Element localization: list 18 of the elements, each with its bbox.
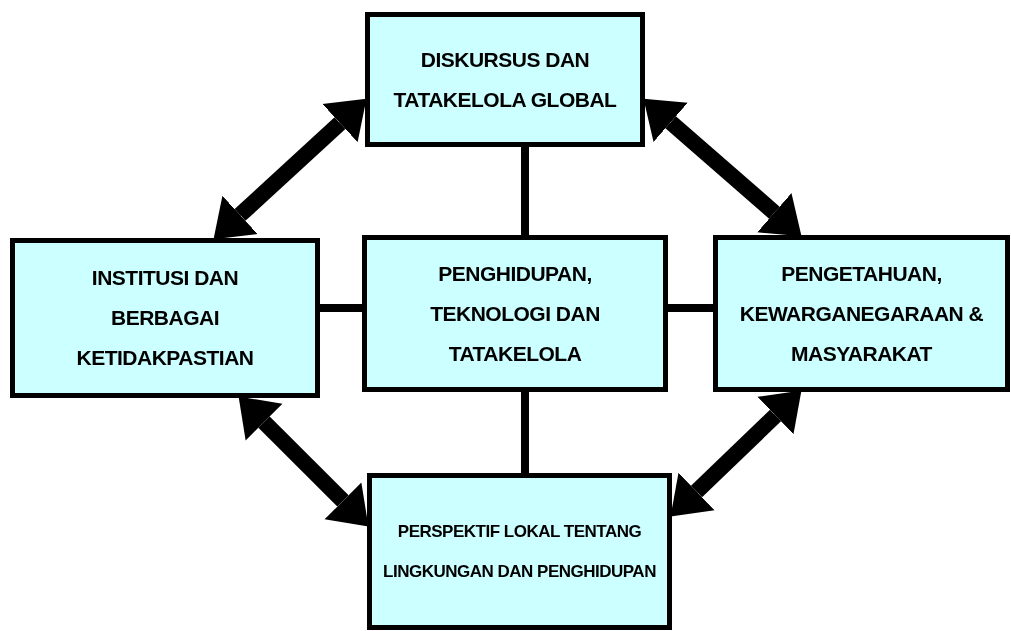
box-label: PERSPEKTIF LOKAL TENTANG LINGKUNGAN DAN PENGHIDUPAN	[382, 520, 657, 583]
text-box	[713, 235, 1010, 392]
connector-line	[521, 392, 529, 473]
text-box	[365, 12, 645, 147]
connector-line	[668, 304, 713, 312]
double-arrow	[213, 98, 367, 240]
double-arrow	[670, 390, 802, 517]
text-box	[367, 473, 672, 630]
connector-line	[320, 304, 362, 312]
text-box	[10, 238, 320, 398]
box-label: DISKURSUS DAN TATAKELOLA GLOBAL	[392, 46, 618, 113]
text-box	[362, 235, 668, 392]
box-label: INSTITUSI DAN BERBAGAI KETIDAKPASTIAN	[75, 265, 255, 371]
box-label: PENGHIDUPAN, TEKNOLOGI DAN TATAKELOLA	[429, 260, 601, 367]
connector-line	[521, 147, 529, 235]
double-arrow	[643, 98, 802, 237]
double-arrow	[238, 396, 369, 527]
box-label: PENGETAHUAN, KEWARGANEGARAAN & MASYARAKAT	[738, 260, 985, 367]
